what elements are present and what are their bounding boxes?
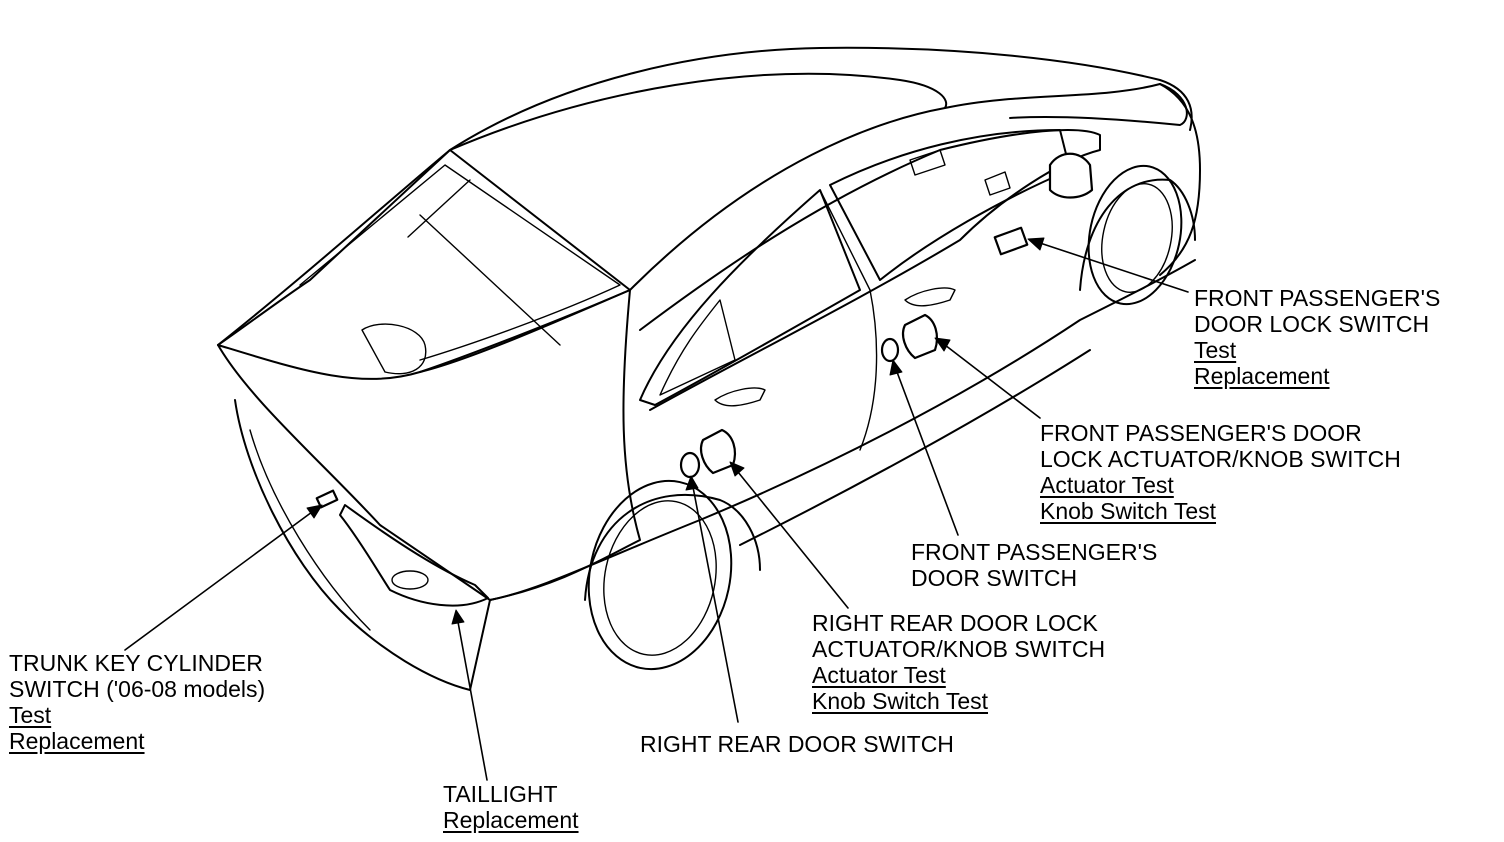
taillight-inner [391,570,429,590]
arrowhead-rear-actuator [729,461,745,477]
rear-wheel-inner [603,500,717,656]
front-actuator-test-link[interactable]: Actuator Test [1040,472,1174,498]
door-lock-switch-test-link[interactable]: Test [1194,337,1237,363]
rocker-line [739,349,1091,546]
callout-title-line: RIGHT REAR DOOR SWITCH [640,731,954,757]
leader-trunk-key [124,511,313,651]
body-side-upper [639,129,1101,411]
front-knob-switch-test-link[interactable]: Knob Switch Test [1040,498,1217,524]
trunk-lid [217,289,641,601]
callout-title-line: TAILLIGHT [443,781,558,807]
leader-front-door-switch [896,371,959,536]
callout-title-line: FRONT PASSENGER'S DOOR [1040,420,1362,446]
rear-door-handle [714,387,766,407]
trunk-emblem [361,323,427,375]
leader-taillight [457,621,488,781]
callout-title-line: SWITCH ('06-08 models) [9,676,266,702]
arrowhead-front-door-switch [889,359,903,376]
rear-quarter-glass [659,299,736,396]
rear-door-window [639,189,861,406]
callout-title-line: RIGHT REAR DOOR LOCK [812,610,1098,636]
rear-window-inner [299,164,621,361]
arrowhead-front-actuator [934,337,951,352]
side-mirror [1048,152,1094,199]
front-door-handle [904,287,956,307]
door-cut-line [859,289,878,451]
front-wheel [1087,164,1183,306]
front-wheel-arch [1079,178,1196,291]
door-lock-switch-replacement-link[interactable]: Replacement [1194,363,1330,389]
roof-panel [449,72,948,291]
callout-title-line: DOOR SWITCH [911,565,1078,591]
callout-title-line: TRUNK KEY CYLINDER [9,650,263,676]
arrowhead-trunk-key [306,504,323,519]
callout-front-passenger-door-lock-actuator: FRONT PASSENGER'S DOOR LOCK ACTUATOR/KNO… [1040,420,1401,524]
rear-door-actuator [699,428,737,475]
rear-wheel [587,479,733,671]
roof-outline [217,46,1193,346]
taillight-replacement-link[interactable]: Replacement [443,807,579,833]
rear-bumper [234,399,491,691]
callout-front-passenger-door-switch: FRONT PASSENGER'S DOOR SWITCH [911,539,1157,591]
rear-bumper-lower [249,429,371,631]
rear-window [217,149,631,373]
callout-right-rear-door-switch: RIGHT REAR DOOR SWITCH [640,731,954,757]
leader-rear-actuator [737,471,849,609]
rear-knob-switch-test-link[interactable]: Knob Switch Test [812,688,989,714]
leader-front-actuator [944,344,1041,419]
callout-title-line: ACTUATOR/KNOB SWITCH [812,636,1106,662]
trunk-key-replacement-link[interactable]: Replacement [9,728,145,754]
rear-actuator-test-link[interactable]: Actuator Test [812,662,946,688]
callout-title-line: FRONT PASSENGER'S [911,539,1158,565]
trunk-key-test-link[interactable]: Test [9,702,52,728]
rear-window-diag [419,214,561,346]
leader-rear-door-switch [692,486,739,723]
interior-seat [909,149,1011,196]
callout-taillight: TAILLIGHT Replacement [443,781,579,833]
front-door-switch [880,337,900,363]
front-door-window [829,129,1071,281]
front-door-lock-switch [993,226,1029,256]
front-end [1159,83,1201,276]
b-pillar [819,189,871,291]
trunk-key-cylinder [315,489,339,509]
callout-title-line: LOCK ACTUATOR/KNOB SWITCH [1040,446,1401,472]
leader-door-lock-switch [1039,242,1189,293]
callout-title-line: DOOR LOCK SWITCH [1194,311,1430,337]
arrowhead-taillight [451,609,465,625]
body-side-lower [489,259,1196,601]
rear-door-switch [679,451,701,479]
callout-title-line: FRONT PASSENGER'S [1194,285,1441,311]
front-wheel-inner [1101,183,1173,293]
arrowhead-door-lock-switch [1027,237,1045,251]
rear-defroster-line [407,179,471,238]
callout-right-rear-door-lock-actuator: RIGHT REAR DOOR LOCK ACTUATOR/KNOB SWITC… [812,610,1105,714]
callout-front-passenger-door-lock-switch: FRONT PASSENGER'S DOOR LOCK SWITCH Test … [1194,285,1440,389]
taillight-lens [339,504,489,607]
callout-trunk-key-cylinder-switch: TRUNK KEY CYLINDER SWITCH ('06-08 models… [9,650,265,754]
front-door-actuator [901,313,939,360]
arrowhead-rear-door-switch [685,475,699,491]
windshield [944,83,1188,126]
